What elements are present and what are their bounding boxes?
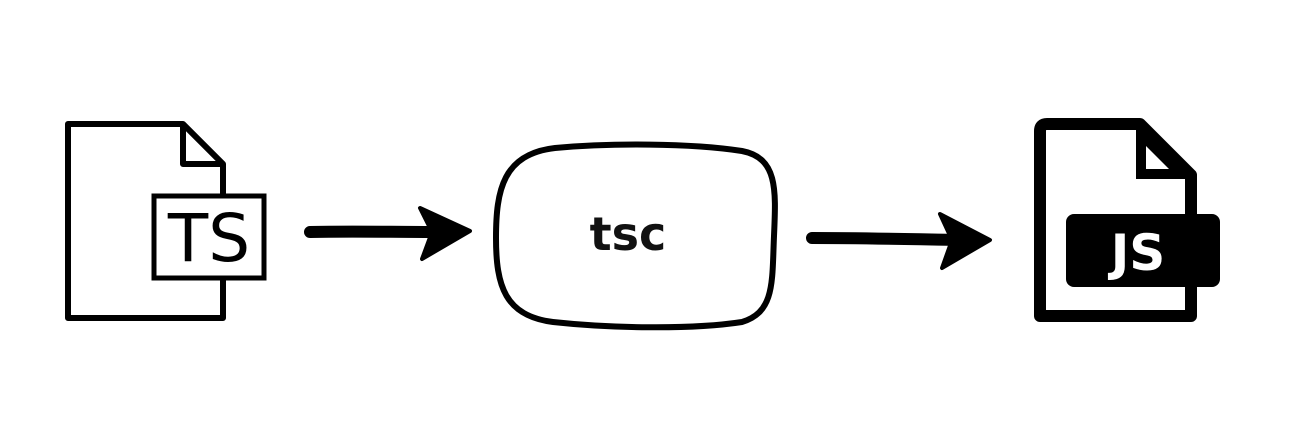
tsc-compiler-node: tsc: [493, 141, 778, 331]
arrow-ts-to-tsc: [304, 206, 472, 261]
arrow-ts-to-tsc-head: [418, 206, 472, 261]
typescript-file-icon: TS: [65, 121, 267, 321]
ts-label: TS: [167, 200, 250, 277]
javascript-file-icon: JS: [1034, 118, 1220, 322]
js-label: JS: [1108, 224, 1166, 282]
arrow-tsc-to-js-head: [938, 212, 992, 270]
ts-file-fold: [180, 124, 223, 167]
arrow-tsc-to-js: [806, 212, 992, 270]
ts-label-box: [151, 193, 267, 281]
js-file-fold-inner: [1146, 146, 1169, 169]
tsc-label: tsc: [590, 207, 667, 261]
tsc-node-outline: [493, 141, 778, 331]
arrow-tsc-to-js-shaft: [806, 232, 968, 246]
js-label-band: [1066, 214, 1220, 287]
